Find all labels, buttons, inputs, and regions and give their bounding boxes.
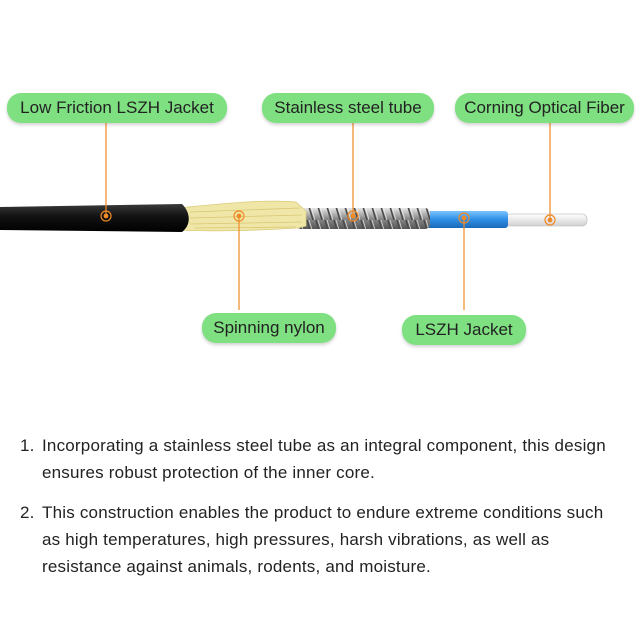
note-text: Incorporating a stainless steel tube as … (42, 436, 606, 482)
inner-lszh-jacket (426, 211, 508, 228)
cable-diagram (0, 123, 588, 310)
optical-fiber (504, 213, 588, 227)
leader-dots (100, 210, 556, 226)
note-item: 2. This construction enables the product… (20, 499, 620, 580)
feature-notes: 1. Incorporating a stainless steel tube … (20, 432, 620, 593)
label-inner-jacket: LSZH Jacket (402, 315, 526, 345)
nylon-strands (189, 207, 303, 229)
steel-coil-texture (296, 208, 430, 229)
label-outer-jacket: Low Friction LSZH Jacket (7, 93, 227, 123)
label-steel-tube: Stainless steel tube (262, 93, 434, 123)
leader-lines (105, 123, 551, 310)
note-number: 1. (20, 436, 35, 455)
note-number: 2. (20, 503, 35, 522)
spinning-nylon (177, 200, 307, 232)
label-spinning-nylon: Spinning nylon (202, 313, 336, 343)
label-optical-fiber: Corning Optical Fiber (455, 93, 634, 123)
outer-lszh-jacket (0, 204, 189, 232)
note-text: This construction enables the product to… (42, 503, 604, 576)
note-item: 1. Incorporating a stainless steel tube … (20, 432, 620, 486)
